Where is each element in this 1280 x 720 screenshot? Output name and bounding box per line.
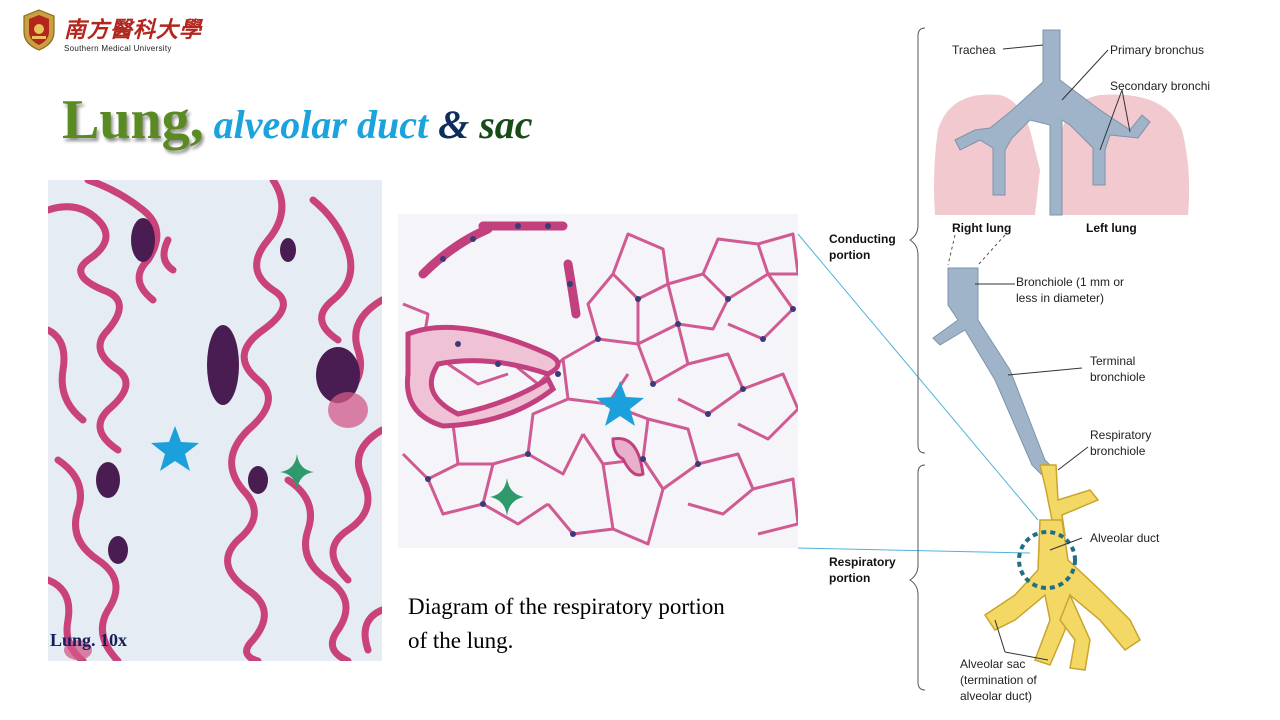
label-alveolar-duct: Alveolar duct (1090, 531, 1160, 545)
university-seal-icon (23, 9, 55, 51)
micrograph-magnification-label: Lung. 10x (50, 630, 128, 650)
university-english-name: Southern Medical University (64, 44, 172, 53)
alveolar-duct-star-marker-detail (596, 381, 644, 426)
label-alveolar-sac-2: (termination of (960, 673, 1037, 687)
title-sac: sac (479, 102, 533, 147)
university-logo: 南方醫科大學 Southern Medical University (20, 8, 203, 54)
slide-title: Lung, alveolar duct & sac (62, 88, 533, 152)
university-chinese-name: 南方醫科大學 (64, 17, 203, 43)
label-respiratory-bronchiole-1: Respiratory (1090, 428, 1151, 442)
alveoli-tissue-image (398, 214, 798, 548)
label-respiratory-portion-1: Respiratory (829, 555, 896, 569)
conducting-portion-bracket (909, 27, 926, 454)
label-secondary-bronchi: Secondary bronchi (1110, 79, 1210, 93)
bronchiole-shape (932, 267, 1056, 476)
label-terminal-bronchiole-2: bronchiole (1090, 370, 1146, 384)
label-primary-bronchus: Primary bronchus (1110, 43, 1204, 57)
label-respiratory-bronchiole-2: bronchiole (1090, 444, 1146, 458)
lung-micrograph-detail (398, 214, 798, 548)
label-alveolar-sac-3: alveolar duct) (960, 689, 1032, 703)
lung-tissue-image (48, 180, 382, 661)
label-conducting-portion-1: Conducting (829, 232, 896, 246)
alveolar-duct-star-marker (151, 426, 199, 471)
label-terminal-bronchiole-1: Terminal (1090, 354, 1135, 368)
diagram-caption: Diagram of the respiratory portion of th… (408, 594, 725, 653)
connector-line-bottom (797, 547, 1031, 554)
label-right-lung: Right lung (952, 221, 1011, 235)
alveolar-sac-branch-shape (1059, 593, 1091, 671)
respiratory-tree-diagram: Trachea Primary bronchus Secondary bronc… (829, 27, 1210, 703)
title-lung: Lung, (62, 89, 204, 151)
alveolar-duct-sac-shape (983, 519, 1141, 666)
title-alveolar-duct: alveolar duct (213, 102, 429, 147)
label-trachea: Trachea (952, 43, 996, 57)
label-conducting-portion-2: portion (829, 248, 870, 262)
alveolar-duct-highlight-circle (1017, 530, 1077, 590)
trachea-bronchi-shape (954, 29, 1151, 216)
label-bronchiole-1: Bronchiole (1 mm or (1016, 275, 1124, 289)
label-respiratory-portion-2: portion (829, 571, 870, 585)
alveolar-sac-sparkle-marker-detail (490, 478, 524, 516)
respiratory-bronchiole-shape (1039, 464, 1100, 536)
label-alveolar-sac-1: Alveolar sac (960, 657, 1025, 671)
alveolar-sac-sparkle-marker (280, 454, 314, 490)
title-ampersand: & (438, 102, 470, 147)
label-left-lung: Left lung (1086, 221, 1137, 235)
respiratory-portion-bracket (909, 464, 926, 691)
lung-micrograph-10x (48, 180, 382, 661)
label-bronchiole-2: less in diameter) (1016, 291, 1104, 305)
